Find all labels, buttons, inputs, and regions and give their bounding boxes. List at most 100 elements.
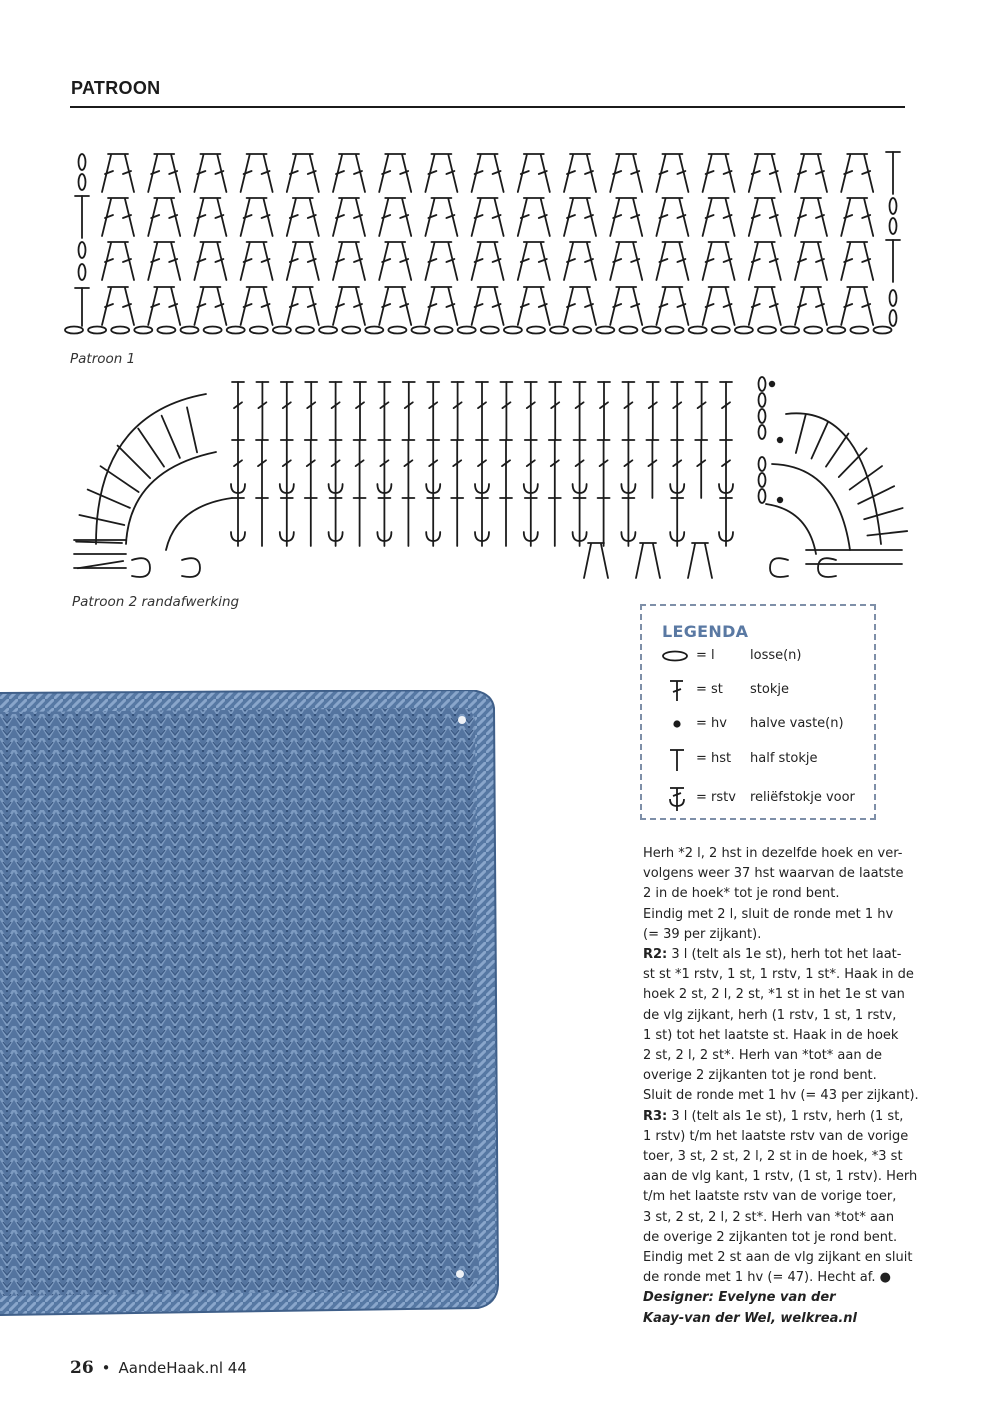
stitch-cluster: [102, 242, 134, 280]
instruction-line: 1 rstv) t/m het laatste rstv van de vori…: [643, 1127, 915, 1147]
chain-stitch: [388, 327, 406, 334]
instruction-run: t/m het laatste rstv van de vorige toer,: [643, 1189, 896, 1204]
instruction-line: st st *1 rstv, 1 st, 1 rstv, 1 st*. Haak…: [643, 965, 915, 985]
slip-stitch: [777, 437, 783, 443]
stitch-cluster: [333, 198, 365, 236]
stitch-cluster: [333, 154, 365, 192]
instruction-run: Eindig met 2 st aan de vlg zijkant en sl…: [643, 1250, 912, 1265]
stitch: [256, 440, 268, 498]
instruction-run: 1 rstv) t/m het laatste rstv van de vori…: [643, 1129, 908, 1144]
front-post-stitch: [719, 498, 733, 546]
stitch-cluster: [241, 154, 273, 192]
stitch-cluster: [610, 242, 642, 280]
chart-caption-2: Patroon 2 randafwerking: [72, 594, 239, 610]
stitch: [403, 382, 415, 440]
stitch: [281, 382, 293, 440]
chain-stitch: [827, 327, 845, 334]
instruction-run: Sluit de ronde met 1 hv (= 43 per zijkan…: [643, 1088, 919, 1103]
stitch: [305, 498, 317, 546]
stitch: [549, 382, 561, 440]
stitch: [256, 382, 268, 440]
corner-stitch: [796, 414, 806, 453]
page-number: 26: [70, 1358, 94, 1378]
instruction-run: 3 st, 2 st, 2 l, 2 st*. Herh van *tot* a…: [643, 1210, 894, 1225]
stitch: [305, 382, 317, 440]
legend-abbr: = hv: [696, 716, 727, 731]
front-post-stitch: [426, 440, 440, 498]
stitch-cluster: [287, 154, 319, 192]
chain-stitch: [111, 327, 129, 334]
corner-stitch: [850, 466, 882, 490]
stitch-cluster: [425, 154, 457, 192]
legend-title: LEGENDA: [662, 622, 748, 641]
stitch: [671, 382, 683, 440]
corner-stitch: [812, 422, 828, 458]
stitch-cluster: [564, 198, 596, 236]
front-post-stitch: [573, 440, 587, 498]
front-post-stitch: [280, 498, 294, 546]
instruction-run: 3 l (telt als 1e st), herh tot het laat-: [667, 947, 901, 962]
instruction-run: Herh *2 l, 2 hst in dezelfde hoek en ver…: [643, 846, 902, 861]
chain-stitch: [850, 327, 868, 334]
stitch-cluster: [841, 198, 873, 236]
instruction-run: hoek 2 st, 2 l, 2 st, *1 st in het 1e st…: [643, 987, 905, 1002]
chain-stitch: [458, 327, 476, 334]
stitch: [451, 440, 463, 498]
footer-bullet: •: [102, 1359, 111, 1377]
chain-icon: [660, 644, 694, 670]
instruction-line: 2 st, 2 l, 2 st*. Herh van *tot* aan de: [643, 1046, 915, 1066]
front-post-stitch: [670, 440, 684, 498]
front-post-stitch: [475, 498, 489, 546]
slip-stitch: [769, 381, 775, 387]
chain-stitch: [573, 327, 591, 334]
stitch-cluster: [425, 287, 457, 325]
stitch: [451, 498, 463, 546]
front-post-stitch: [231, 498, 245, 546]
stitch: [330, 382, 342, 440]
chart-caption-1: Patroon 1: [70, 351, 135, 367]
chain-stitch: [88, 327, 106, 334]
crochet-chart-border: [66, 374, 911, 584]
instruction-line: Kaay-van der Wel, welkrea.nl: [643, 1309, 915, 1329]
stitch-cluster: [333, 242, 365, 280]
stitch-cluster: [472, 154, 504, 192]
chain-stitch: [181, 327, 199, 334]
instruction-run: 2 st, 2 l, 2 st*. Herh van *tot* aan de: [643, 1048, 882, 1063]
stitch: [647, 382, 659, 440]
chain-stitch: [273, 327, 291, 334]
stitch-cluster: [749, 154, 781, 192]
instruction-line: Eindig met 2 st aan de vlg zijkant en sl…: [643, 1248, 915, 1268]
legend-item-front-post: = rstv reliëfstokje voor: [660, 786, 870, 812]
stitch-cluster: [518, 242, 550, 280]
chain-stitch: [643, 327, 661, 334]
stitch-cluster: [518, 154, 550, 192]
front-post-stitch: [475, 440, 489, 498]
corner-stitch: [858, 486, 894, 504]
chain-stitch: [250, 327, 268, 334]
corner-stitch: [867, 531, 907, 535]
chain-stitch: [874, 327, 892, 334]
stitch-cluster: [425, 242, 457, 280]
turning-chain: [79, 264, 86, 280]
stitch: [598, 498, 610, 546]
stitch-cluster: [102, 198, 134, 236]
legend-label: halve vaste(n): [750, 716, 844, 731]
corner-stitch: [118, 446, 151, 479]
stitch-cluster: [379, 287, 411, 325]
instruction-line: 2 in de hoek* tot je rond bent.: [643, 884, 915, 904]
instruction-line: Sluit de ronde met 1 hv (= 43 per zijkan…: [643, 1086, 915, 1106]
stitch-cluster: [425, 198, 457, 236]
chain-stitch: [804, 327, 822, 334]
instruction-line: Herh *2 l, 2 hst in dezelfde hoek en ver…: [643, 844, 915, 864]
stitch: [500, 498, 512, 546]
chain-stitch: [365, 327, 383, 334]
stitch-cluster: [749, 198, 781, 236]
legend-item-double-crochet: = st stokje: [660, 678, 870, 704]
front-post-stitch: [231, 440, 245, 498]
stitch-cluster: [610, 198, 642, 236]
chain-stitch: [134, 327, 152, 334]
legend-abbr: = l: [696, 648, 715, 663]
stitch-cluster: [194, 287, 226, 325]
crochet-swatch-photo: [0, 690, 505, 1335]
stitch-cluster: [610, 154, 642, 192]
